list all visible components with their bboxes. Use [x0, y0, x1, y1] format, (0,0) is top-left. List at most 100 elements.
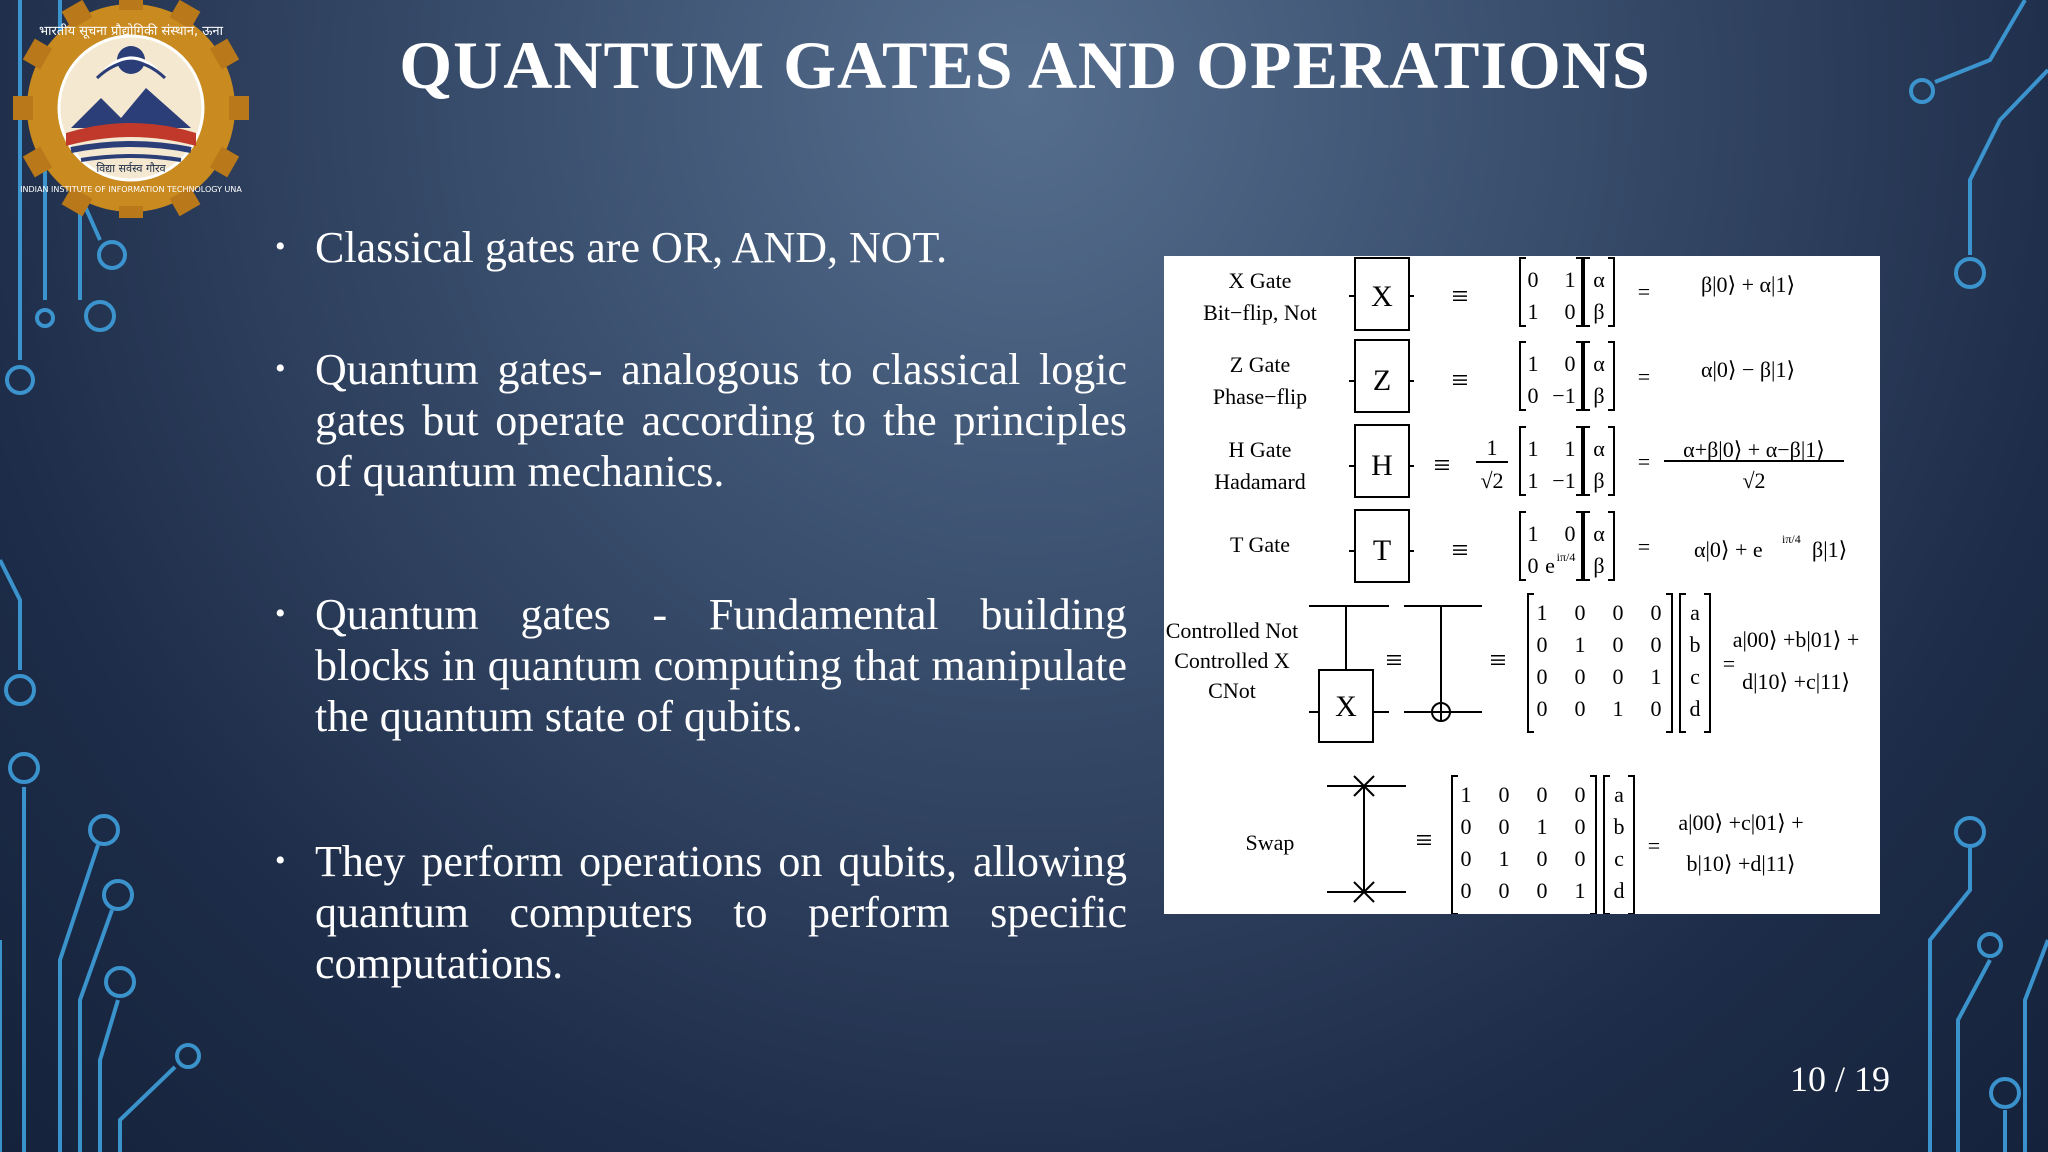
matrix-cell: 0 [1613, 632, 1624, 657]
matrix-cell: 0 [1575, 664, 1586, 689]
matrix-exponent: iπ/4 [1557, 550, 1576, 564]
vector-cell: c [1690, 664, 1700, 689]
matrix-cell: 1 [1537, 600, 1548, 625]
equiv-sign: ≡ [1434, 449, 1451, 482]
bullet-item: •They perform operations on qubits, allo… [275, 836, 1127, 989]
matrix-cell: −1 [1552, 383, 1575, 408]
vector-cell: α [1593, 521, 1605, 546]
matrix-cell: 0 [1575, 600, 1586, 625]
logo-motto: विद्या सर्वस्व गौरव [96, 162, 166, 175]
matrix-cell: 0 [1528, 383, 1539, 408]
equals-sign: = [1638, 534, 1650, 559]
bullet-icon: • [275, 352, 286, 385]
z-gate-result: α|0⟩ − β|1⟩ [1701, 357, 1795, 382]
bullet-text: Quantum gates- analogous to classical lo… [315, 345, 1127, 496]
matrix-cell: 0 [1575, 782, 1586, 807]
x-gate-alias: Bit−flip, Not [1203, 300, 1317, 325]
matrix-cell: 0 [1537, 782, 1548, 807]
equals-sign: = [1638, 449, 1650, 474]
equiv-sign: ≡ [1452, 280, 1469, 313]
vector-cell: β [1593, 299, 1604, 324]
matrix-cell: 0 [1528, 267, 1539, 292]
cnot-label-2: Controlled X [1174, 648, 1290, 673]
fraction-denominator: √2 [1480, 468, 1503, 493]
bullet-icon: • [275, 230, 286, 263]
matrix-cell: 0 [1613, 600, 1624, 625]
page-number: 10 / 19 [1789, 1059, 1890, 1099]
swap-result-1: a|00⟩ +c|01⟩ + [1678, 810, 1803, 835]
matrix-cell: 0 [1575, 814, 1586, 839]
vector-cell: β [1593, 553, 1604, 578]
matrix-cell: 0 [1499, 878, 1510, 903]
matrix-cell: 1 [1528, 299, 1539, 324]
t-gate-result-exp: iπ/4 [1782, 532, 1801, 546]
matrix-cell: 0 [1651, 632, 1662, 657]
matrix-cell: 1 [1537, 814, 1548, 839]
slide-title: QUANTUM GATES AND OPERATIONS [399, 27, 1651, 103]
cnot-label-3: CNot [1208, 678, 1256, 703]
cnot-result-2: d|10⟩ +c|11⟩ [1742, 669, 1850, 694]
equals-sign: = [1723, 651, 1735, 676]
vector-cell: b [1614, 814, 1625, 839]
matrix-cell: 0 [1575, 696, 1586, 721]
matrix-cell: 1 [1461, 782, 1472, 807]
matrix-cell: 0 [1461, 814, 1472, 839]
cnot-label-1: Controlled Not [1166, 618, 1299, 643]
matrix-cell: 1 [1528, 436, 1539, 461]
matrix-cell: 0 [1537, 696, 1548, 721]
bullet-item: • Quantum gates- analogous to classical l… [275, 344, 1127, 497]
logo-ring-text: भारतीय सूचना प्रौद्योगिकी संस्थान, ऊना [39, 23, 224, 39]
matrix-cell: 1 [1499, 846, 1510, 871]
equals-sign: = [1638, 279, 1650, 304]
vector-cell: β [1593, 468, 1604, 493]
matrix-cell: 0 [1537, 846, 1548, 871]
bullet-item: •Quantum gates - Fundamental building bl… [275, 589, 1127, 742]
equiv-sign: ≡ [1416, 824, 1433, 857]
bullet-text: Classical gates are OR, AND, NOT. [315, 223, 948, 272]
t-gate-symbol: T [1373, 534, 1391, 567]
x-gate-result: β|0⟩ + α|1⟩ [1701, 272, 1795, 297]
z-gate-alias: Phase−flip [1213, 384, 1307, 409]
z-gate-symbol: Z [1373, 364, 1391, 397]
vector-cell: α [1593, 267, 1605, 292]
quantum-gates-figure: X Gate Bit−flip, Not Z Gate Phase−flip H… [1164, 256, 1880, 915]
matrix-cell: 1 [1528, 521, 1539, 546]
vector-cell: α [1593, 436, 1605, 461]
h-gate-alias: Hadamard [1214, 469, 1306, 494]
logo-ring-text-bottom: INDIAN INSTITUTE OF INFORMATION TECHNOLO… [20, 185, 242, 194]
h-gate-symbol: H [1371, 449, 1393, 482]
vector-cell: d [1614, 878, 1625, 903]
vector-cell: c [1614, 846, 1624, 871]
equiv-sign: ≡ [1386, 644, 1403, 677]
bullet-item: • Classical gates are OR, AND, NOT. [275, 222, 1127, 273]
vector-cell: a [1614, 782, 1624, 807]
swap-label: Swap [1246, 830, 1295, 855]
equiv-sign: ≡ [1452, 534, 1469, 567]
matrix-cell: 1 [1575, 632, 1586, 657]
matrix-cell: 0 [1565, 299, 1576, 324]
x-gate-symbol: X [1371, 280, 1393, 313]
cnot-gate-symbol: X [1335, 690, 1357, 723]
matrix-cell: 0 [1651, 600, 1662, 625]
equiv-sign: ≡ [1490, 644, 1507, 677]
institute-logo: भारतीय सूचना प्रौद्योगिकी संस्थान, ऊना I… [13, 0, 249, 218]
matrix-cell: 0 [1461, 878, 1472, 903]
matrix-cell: 0 [1565, 521, 1576, 546]
matrix-cell: 0 [1565, 351, 1576, 376]
gates-diagram: X Gate Bit−flip, Not Z Gate Phase−flip H… [1166, 257, 1860, 915]
h-gate-name: H Gate [1229, 437, 1292, 462]
vector-cell: α [1593, 351, 1605, 376]
cnot-result-1: a|00⟩ +b|01⟩ + [1733, 627, 1860, 652]
vector-cell: d [1690, 696, 1701, 721]
bullet-icon: • [275, 597, 286, 630]
matrix-cell: 0 [1499, 814, 1510, 839]
x-gate-name: X Gate [1229, 268, 1292, 293]
bullet-icon: • [275, 844, 286, 877]
matrix-cell: 0 [1537, 878, 1548, 903]
h-gate-result: α+β|0⟩ + α−β|1⟩ [1683, 437, 1825, 462]
fraction-numerator: 1 [1487, 435, 1498, 460]
equals-sign: = [1638, 364, 1650, 389]
matrix-cell: e [1545, 553, 1555, 578]
